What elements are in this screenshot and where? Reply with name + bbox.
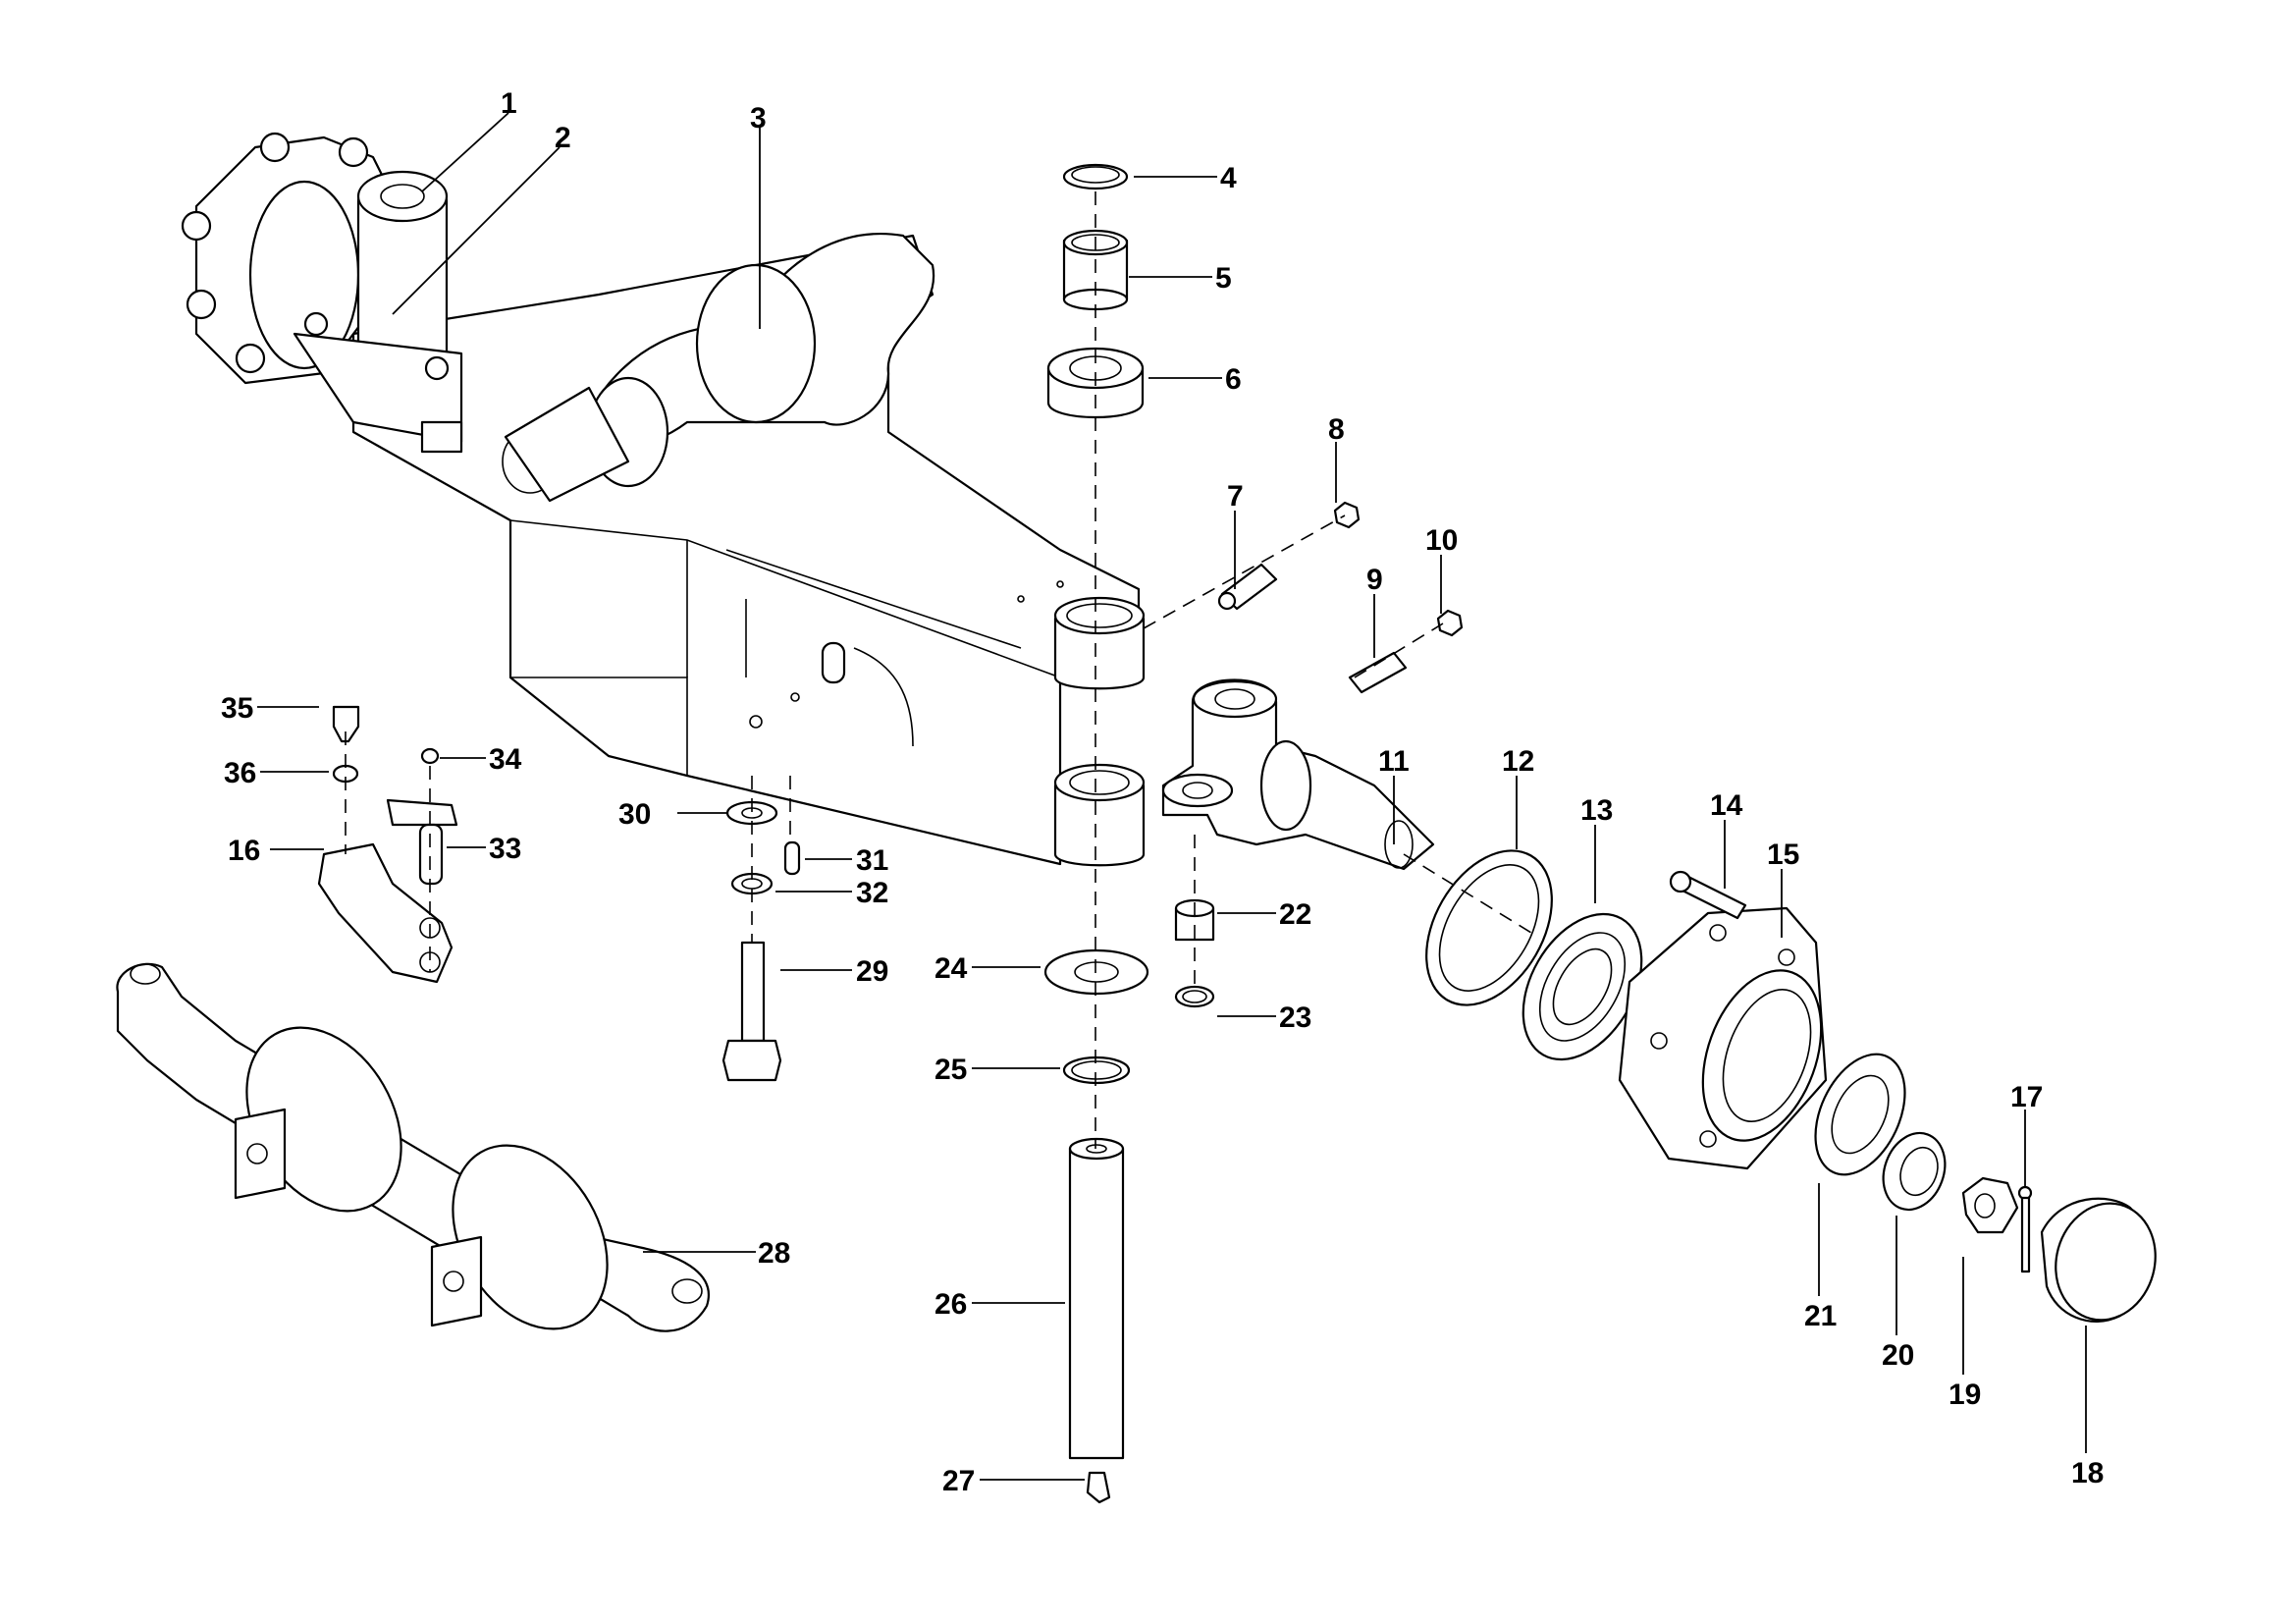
steering-cylinder [116, 962, 710, 1332]
callout-15: 15 [1767, 839, 1799, 871]
hub-retaining-parts [1882, 1131, 2157, 1323]
callouts: 1 2 3 4 5 6 7 8 9 10 11 12 13 14 15 16 1… [221, 87, 2104, 1497]
steering-knuckle [1161, 678, 1435, 871]
callout-13: 13 [1580, 794, 1613, 827]
bolts-and-nuts [1217, 501, 1464, 694]
callout-19: 19 [1949, 1379, 1981, 1411]
callout-30: 30 [618, 798, 651, 831]
callout-17: 17 [2010, 1081, 2043, 1113]
callout-27: 27 [942, 1465, 975, 1497]
left-hub-assembly [181, 132, 463, 454]
callout-2: 2 [555, 122, 571, 154]
callout-28: 28 [758, 1237, 790, 1270]
assembly-axes [345, 191, 1532, 1149]
callout-36: 36 [224, 757, 256, 789]
callout-9: 9 [1366, 564, 1383, 596]
callout-14: 14 [1710, 789, 1743, 822]
callout-29: 29 [856, 955, 888, 988]
callout-1: 1 [501, 87, 517, 120]
axle-beam [351, 233, 1146, 867]
callout-6: 6 [1225, 363, 1242, 396]
callout-8: 8 [1328, 413, 1345, 446]
callout-25: 25 [934, 1054, 967, 1086]
hub-parts [1425, 849, 1906, 1176]
callout-3: 3 [750, 102, 767, 135]
callout-18: 18 [2071, 1457, 2104, 1489]
callout-33: 33 [489, 833, 521, 865]
callout-4: 4 [1220, 162, 1237, 194]
callout-26: 26 [934, 1288, 967, 1321]
callout-22: 22 [1279, 898, 1311, 931]
callout-21: 21 [1804, 1300, 1837, 1332]
lower-bolt-parts [721, 800, 801, 1082]
callout-5: 5 [1215, 262, 1232, 295]
steering-arm-parts [317, 705, 458, 984]
callout-31: 31 [856, 844, 888, 877]
callout-34: 34 [489, 743, 522, 776]
callout-12: 12 [1502, 745, 1534, 778]
callout-24: 24 [934, 952, 968, 985]
callout-11: 11 [1378, 745, 1410, 778]
callout-7: 7 [1227, 480, 1244, 513]
callout-10: 10 [1425, 524, 1458, 557]
callout-16: 16 [228, 835, 260, 867]
callout-23: 23 [1279, 1001, 1311, 1034]
upper-pivot-parts [1046, 163, 1145, 419]
callout-32: 32 [856, 877, 888, 909]
callout-20: 20 [1882, 1339, 1914, 1372]
kingpin-parts [1043, 898, 1215, 1504]
callout-35: 35 [221, 692, 253, 725]
